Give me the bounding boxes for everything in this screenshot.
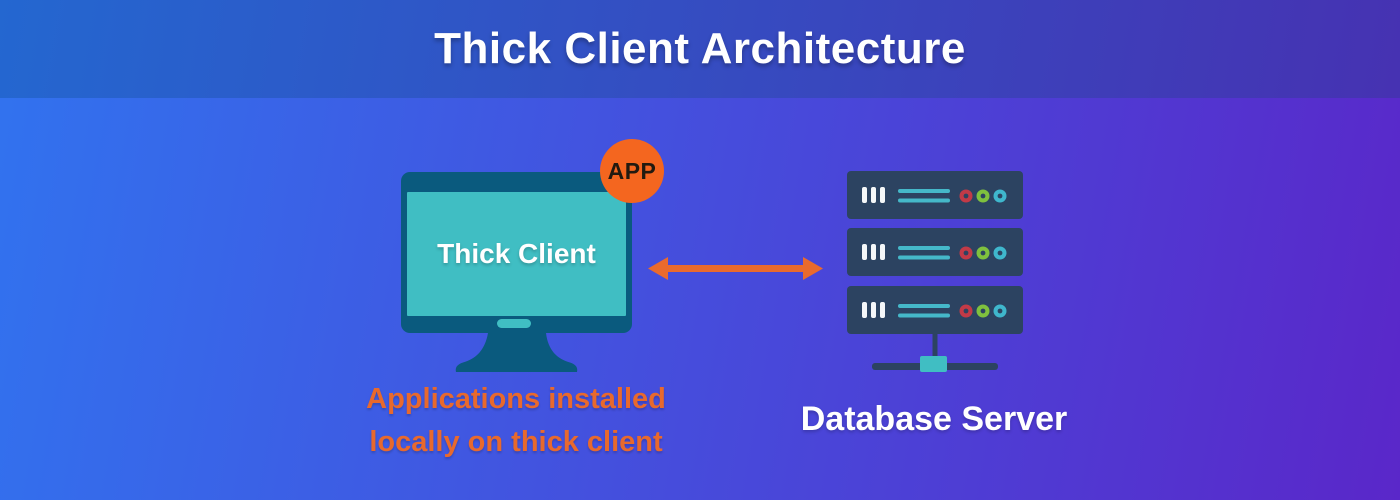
server-rack-unit	[847, 228, 1023, 276]
rack-vent	[862, 244, 867, 260]
rack-vent	[862, 302, 867, 318]
server-stand-hub	[920, 356, 947, 372]
monitor-button-pill	[497, 319, 531, 328]
rack-light-hole	[963, 308, 969, 314]
rack-vent	[871, 244, 876, 260]
connection-arrow-icon	[648, 257, 823, 280]
monitor-stand	[455, 333, 578, 372]
rack-light-hole	[963, 193, 969, 199]
rack-body	[847, 286, 1023, 334]
rack-light-hole	[963, 250, 969, 256]
rack-slot-line	[898, 255, 950, 260]
rack-slot-line	[898, 198, 950, 203]
rack-vent	[880, 302, 885, 318]
server-rack-unit	[847, 171, 1023, 219]
client-caption-line1: Applications installed	[366, 383, 666, 415]
rack-body	[847, 171, 1023, 219]
rack-body	[847, 228, 1023, 276]
server-stand-pole	[932, 334, 938, 360]
rack-vent	[880, 187, 885, 203]
rack-vent	[871, 302, 876, 318]
rack-slot-line	[898, 246, 950, 250]
rack-light-hole	[980, 193, 986, 199]
server-rack-unit	[847, 286, 1023, 334]
rack-light-hole	[997, 308, 1003, 314]
rack-vent	[862, 187, 867, 203]
monitor-icon	[401, 172, 632, 372]
database-server-icon	[847, 171, 1023, 372]
rack-slot-line	[898, 313, 950, 318]
client-caption-line2: locally on thick client	[369, 426, 663, 458]
monitor-screen	[407, 192, 626, 316]
app-badge-label: APP	[607, 157, 657, 184]
rack-vent	[880, 244, 885, 260]
page-title: Thick Client Architecture	[434, 24, 966, 73]
rack-slot-line	[898, 304, 950, 308]
rack-light-hole	[980, 250, 986, 256]
database-server-label: Database Server	[800, 400, 1068, 438]
rack-light-hole	[997, 250, 1003, 256]
client-caption: Applications installed locally on thick …	[316, 378, 716, 464]
thick-client-label: Thick Client	[437, 238, 596, 269]
rack-light-hole	[980, 308, 986, 314]
rack-light-hole	[997, 193, 1003, 199]
app-badge: APP	[600, 139, 664, 203]
rack-slot-line	[898, 189, 950, 193]
rack-vent	[871, 187, 876, 203]
title-banner: Thick Client Architecture	[0, 0, 1400, 98]
